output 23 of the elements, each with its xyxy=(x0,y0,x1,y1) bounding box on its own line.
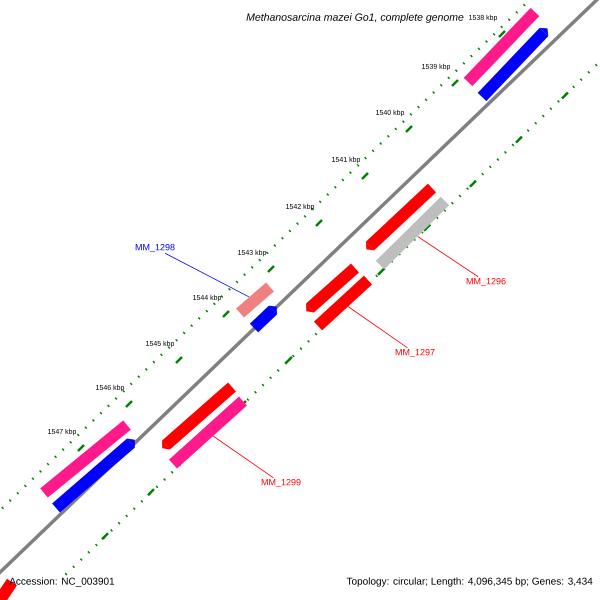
gene-bar xyxy=(464,8,540,86)
gene-bar xyxy=(478,28,548,102)
gene-bar xyxy=(52,438,135,513)
gene-label: MM_1297 xyxy=(396,348,435,358)
gene-label: MM_1298 xyxy=(136,244,175,252)
leader-line xyxy=(348,306,408,348)
gene-label: MM_1299 xyxy=(262,478,301,488)
gene-bar xyxy=(250,306,278,332)
leader-line xyxy=(164,252,250,298)
gene-bar xyxy=(40,420,131,498)
genome-info-text: Topology: circular; Length: 4,096,345 bp; Genes: 3,434 xyxy=(346,577,592,587)
leader-line xyxy=(212,436,274,478)
gene-label: MM_1296 xyxy=(466,278,506,286)
gene-bar xyxy=(306,264,359,312)
gene-bar xyxy=(314,276,372,330)
accession-text: Accession: NC_003901 xyxy=(9,577,114,587)
gene-bar xyxy=(236,282,274,318)
gene-bar xyxy=(366,184,436,250)
leader-line xyxy=(417,236,479,278)
gene-bar xyxy=(162,382,236,450)
gene-bar xyxy=(376,196,450,270)
title: Methanosarcina mazei Go1, complete genome xyxy=(246,13,464,23)
gene-bar xyxy=(168,396,248,468)
